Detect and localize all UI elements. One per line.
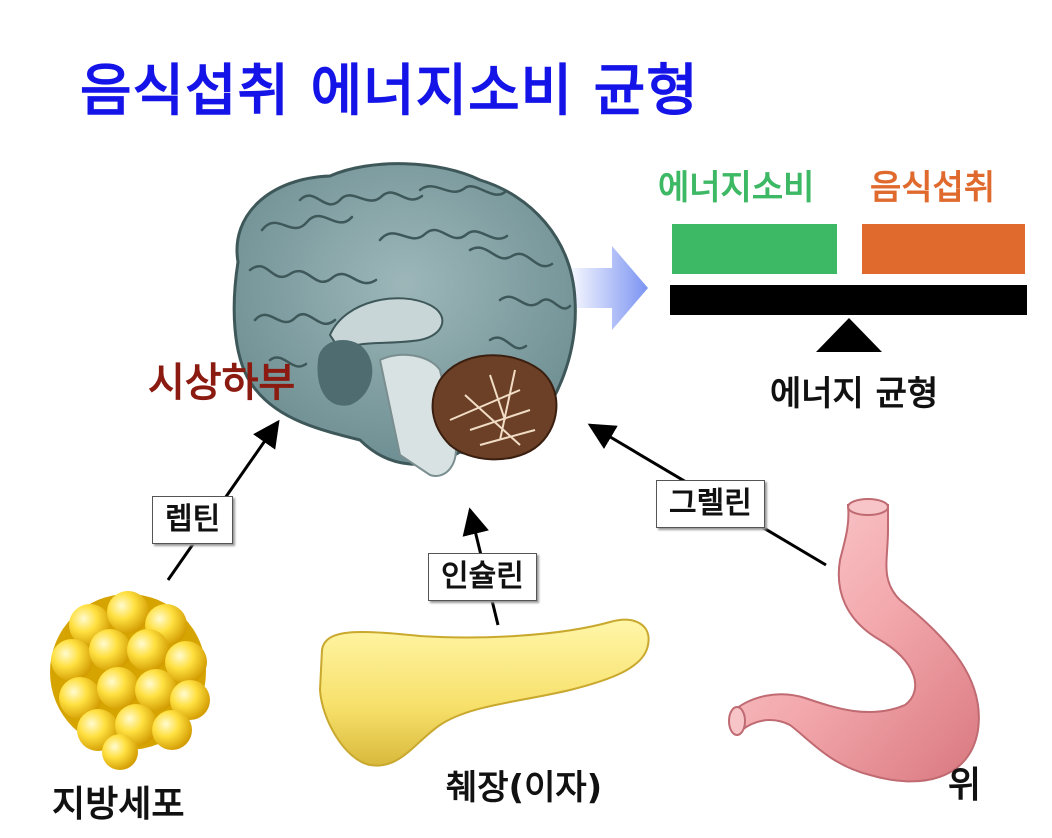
balance-scale [670, 224, 1027, 352]
ghrelin-box: 그렐린 [656, 480, 765, 528]
stomach-label: 위 [948, 765, 982, 806]
food-intake-label: 음식섭취 [870, 168, 996, 208]
fat-cells-label: 지방세포 [52, 784, 185, 825]
leptin-box: 렙틴 [152, 496, 234, 544]
insulin-box: 인슐린 [428, 553, 537, 601]
right-arrow-icon [565, 246, 648, 330]
page-title: 음식섭취 에너지소비 균형 [80, 59, 699, 124]
hypothalamus-label: 시상하부 [148, 360, 296, 406]
fat-cells-icon [50, 591, 210, 770]
pancreas-icon [318, 618, 650, 767]
brain-icon [232, 162, 577, 477]
fulcrum-icon [816, 318, 882, 352]
energy-expenditure-bar [672, 224, 837, 274]
balance-beam [670, 285, 1027, 315]
stomach-icon [728, 498, 980, 783]
pancreas-label: 췌장(이자) [446, 768, 603, 808]
food-intake-bar [862, 224, 1025, 274]
energy-balance-caption: 에너지 균형 [770, 374, 939, 414]
energy-expenditure-label: 에너지소비 [658, 168, 815, 208]
